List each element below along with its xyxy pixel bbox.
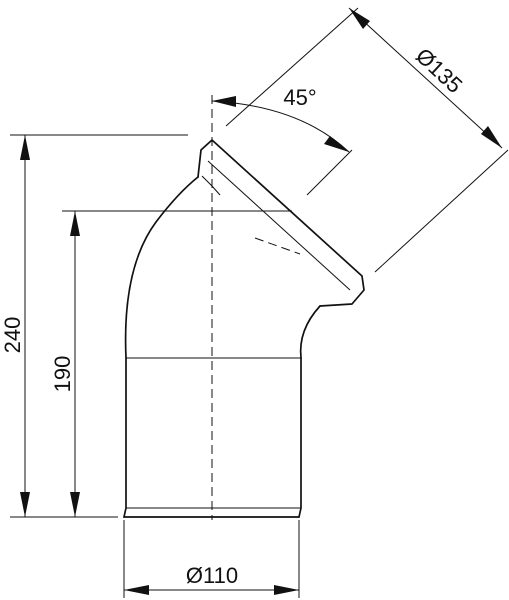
pipe-spigot-right-edge bbox=[298, 357, 302, 518]
dimension-total-height: 240 bbox=[0, 134, 188, 518]
pipe-bend-outer-curve bbox=[124, 176, 199, 359]
dimension-outlet-diameter: Ø110 bbox=[123, 520, 300, 598]
pipe-spigot-left-edge bbox=[123, 357, 127, 518]
pipe-bend-outline bbox=[123, 139, 365, 518]
dimension-label-190: 190 bbox=[50, 356, 75, 393]
dimension-label-d110: Ø110 bbox=[186, 563, 238, 588]
socket-collar-line bbox=[201, 175, 221, 196]
angle-label-45: 45° bbox=[283, 85, 316, 110]
pipe-bend-inner-curve bbox=[299, 305, 321, 359]
socket-inner-line bbox=[207, 160, 351, 291]
center-line bbox=[211, 95, 301, 520]
dimension-body-height: 190 bbox=[50, 210, 292, 517]
dimension-label-240: 240 bbox=[0, 317, 25, 354]
dimension-label-d135: Ø135 bbox=[411, 43, 467, 98]
socket-axis-line bbox=[254, 237, 301, 255]
socket-outline bbox=[197, 139, 365, 307]
dimension-socket-diameter: Ø135 bbox=[225, 7, 509, 273]
dimension-angle: 45° bbox=[211, 85, 353, 196]
